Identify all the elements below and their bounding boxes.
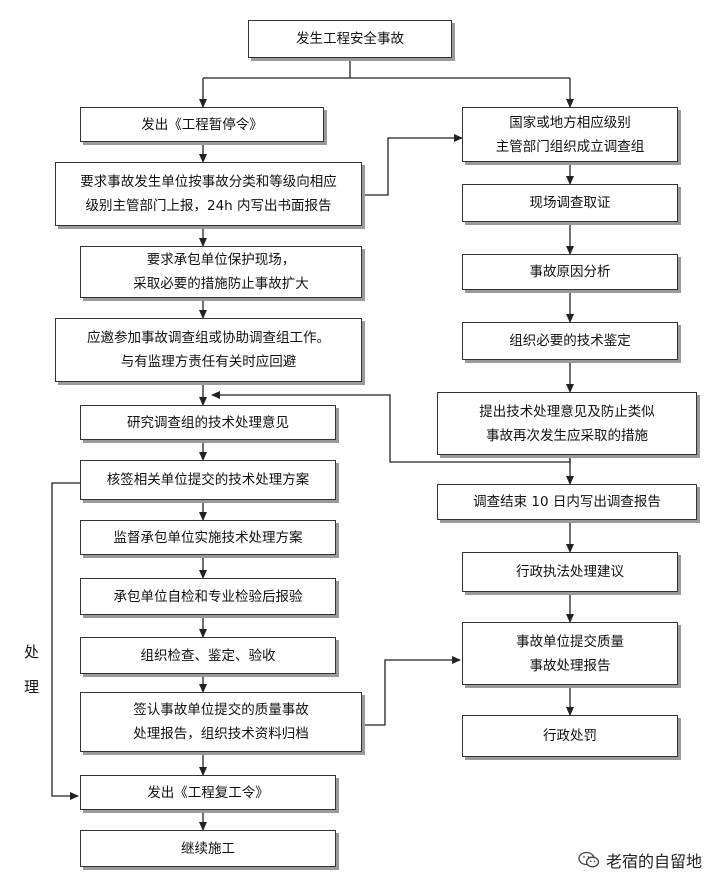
wechat-icon xyxy=(578,851,600,868)
step-accident-occurs: 发生工程安全事故 xyxy=(248,20,452,58)
left-step-12: 继续施工 xyxy=(80,830,336,867)
right-step-3: 事故原因分析 xyxy=(462,254,678,290)
left-step-8: 承包单位自检和专业检验后报验 xyxy=(80,578,336,615)
watermark-text: 老宿的自留地 xyxy=(605,852,702,871)
left-step-1: 发出《工程暂停令》 xyxy=(80,107,324,142)
left-step-3: 要求承包单位保护现场， 采取必要的措施防止事故扩大 xyxy=(80,246,362,298)
side-label-char-2: 理 xyxy=(24,678,40,696)
right-step-8: 事故单位提交质量 事故处理报告 xyxy=(462,622,678,685)
side-label-char-1: 处 xyxy=(24,643,40,661)
right-step-9: 行政处罚 xyxy=(462,715,678,757)
left-step-5: 研究调查组的技术处理意见 xyxy=(80,405,336,440)
right-step-5: 提出技术处理意见及防止类似 事故再次发生应采取的措施 xyxy=(437,392,697,455)
left-step-6: 核签相关单位提交的技术处理方案 xyxy=(80,460,336,500)
left-step-11: 发出《工程复工令》 xyxy=(80,775,336,810)
right-step-4: 组织必要的技术鉴定 xyxy=(462,322,678,360)
right-step-7: 行政执法处理建议 xyxy=(462,552,678,592)
watermark: 老宿的自留地 xyxy=(578,848,702,872)
left-step-4: 应邀参加事故调查组或协助调查组工作。 与有监理方责任有关时应回避 xyxy=(55,318,362,382)
right-step-1: 国家或地方相应级别 主管部门组织成立调查组 xyxy=(462,107,678,162)
left-step-9: 组织检查、鉴定、验收 xyxy=(80,637,336,674)
right-step-2: 现场调查取证 xyxy=(462,184,678,222)
left-step-2: 要求事故发生单位按事故分类和等级向相应 级别主管部门上报，24h 内写出书面报告 xyxy=(55,162,362,226)
left-step-10: 签认事故单位提交的质量事故 处理报告，组织技术资料归档 xyxy=(80,692,362,752)
left-step-7: 监督承包单位实施技术处理方案 xyxy=(80,520,336,555)
right-step-6: 调查结束 10 日内写出调查报告 xyxy=(437,484,697,520)
